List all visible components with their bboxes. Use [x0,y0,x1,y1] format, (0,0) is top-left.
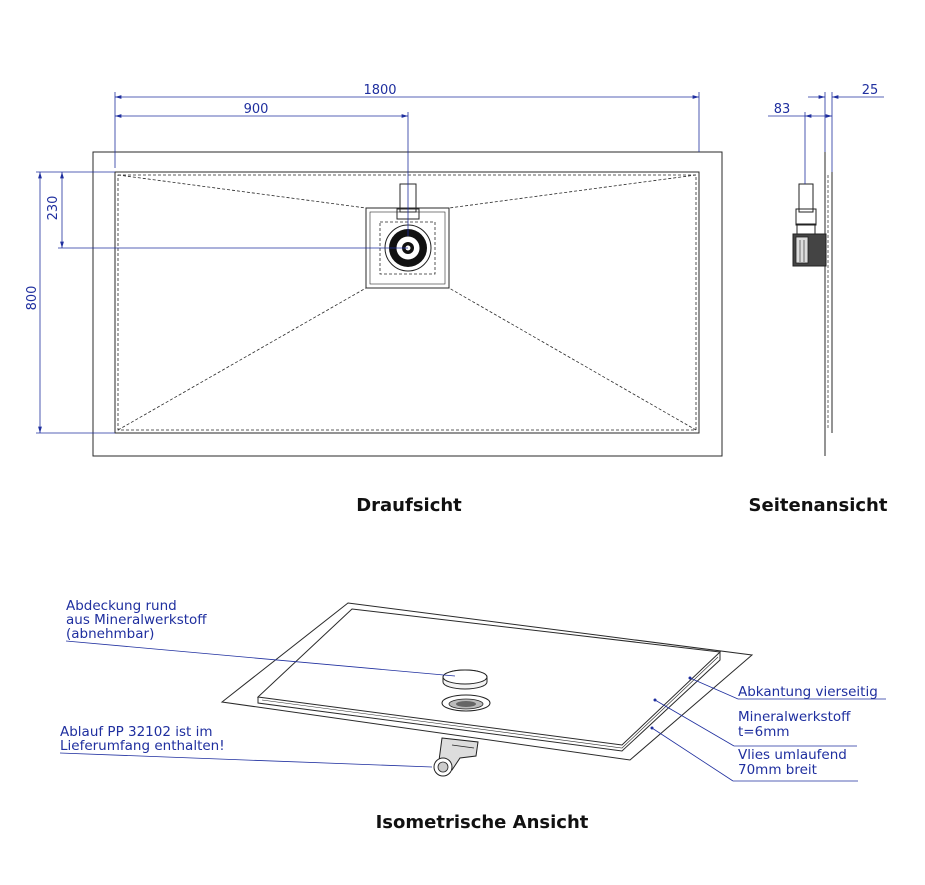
note-fleece-line-2: 70mm breit [738,762,817,778]
view-title-top: Draufsicht [356,495,462,516]
slope-lines [117,174,697,431]
note-edge: Abkantung vierseitig [738,684,878,700]
dim-side-thickness: 25 [808,83,884,152]
note-material: Mineralwerkstoff t=6mm [738,709,855,740]
view-title-side: Seitenansicht [749,495,888,516]
iso-leader-lines [59,640,886,782]
iso-drain-opening-icon [441,694,491,712]
side-view: 83 25 Seitenansicht [749,83,888,516]
iso-tray-edge [257,652,721,752]
view-title-iso: Isometrische Ansicht [376,812,589,833]
tray-inner-outline [114,171,700,434]
side-drain-icon [792,183,827,267]
dim-drain-offset-y: 230 [46,172,408,249]
note-cover-line-1: Abdeckung rund [66,598,177,614]
note-fleece: Vlies umlaufend 70mm breit [738,747,851,778]
note-drain-line-2: Lieferumfang enthalten! [60,738,225,754]
dim-side-depth: 83 [768,92,833,184]
note-cover: Abdeckung rund aus Mineralwerkstoff (abn… [66,598,211,642]
iso-tray-top [256,608,722,746]
iso-view: Abdeckung rund aus Mineralwerkstoff (abn… [59,598,886,833]
tray-inner-dashed [117,174,697,431]
note-material-line-1: Mineralwerkstoff [738,709,851,725]
note-cover-line-3: (abnehmbar) [66,626,154,642]
dim-side-depth-label: 83 [774,102,791,117]
tray-outer-outline [92,151,723,457]
iso-fleece-outline [220,602,754,761]
iso-drain-pipe-icon [433,737,479,777]
dim-total-length: 1800 [114,83,700,168]
note-fleece-line-1: Vlies umlaufend [738,747,847,763]
note-material-line-2: t=6mm [738,724,790,740]
note-drain-line-1: Ablauf PP 32102 ist im [60,724,213,740]
note-drain: Ablauf PP 32102 ist im Lieferumfang enth… [60,724,225,754]
dim-total-width-label: 800 [25,286,40,311]
dim-drain-offset-y-label: 230 [46,196,61,221]
note-edge-line-1: Abkantung vierseitig [738,684,878,700]
dim-total-length-label: 1800 [363,83,396,98]
iso-cover-icon [442,669,488,690]
dim-drain-offset-x-label: 900 [244,102,269,117]
dim-drain-offset-x: 900 [115,102,409,236]
dim-total-width: 800 [25,171,115,434]
iso-leader-dots [650,676,692,730]
note-cover-line-2: aus Mineralwerkstoff [66,612,207,628]
top-view: 1800 900 800 230 Draufsicht [25,83,723,516]
dim-side-thickness-label: 25 [862,83,879,98]
